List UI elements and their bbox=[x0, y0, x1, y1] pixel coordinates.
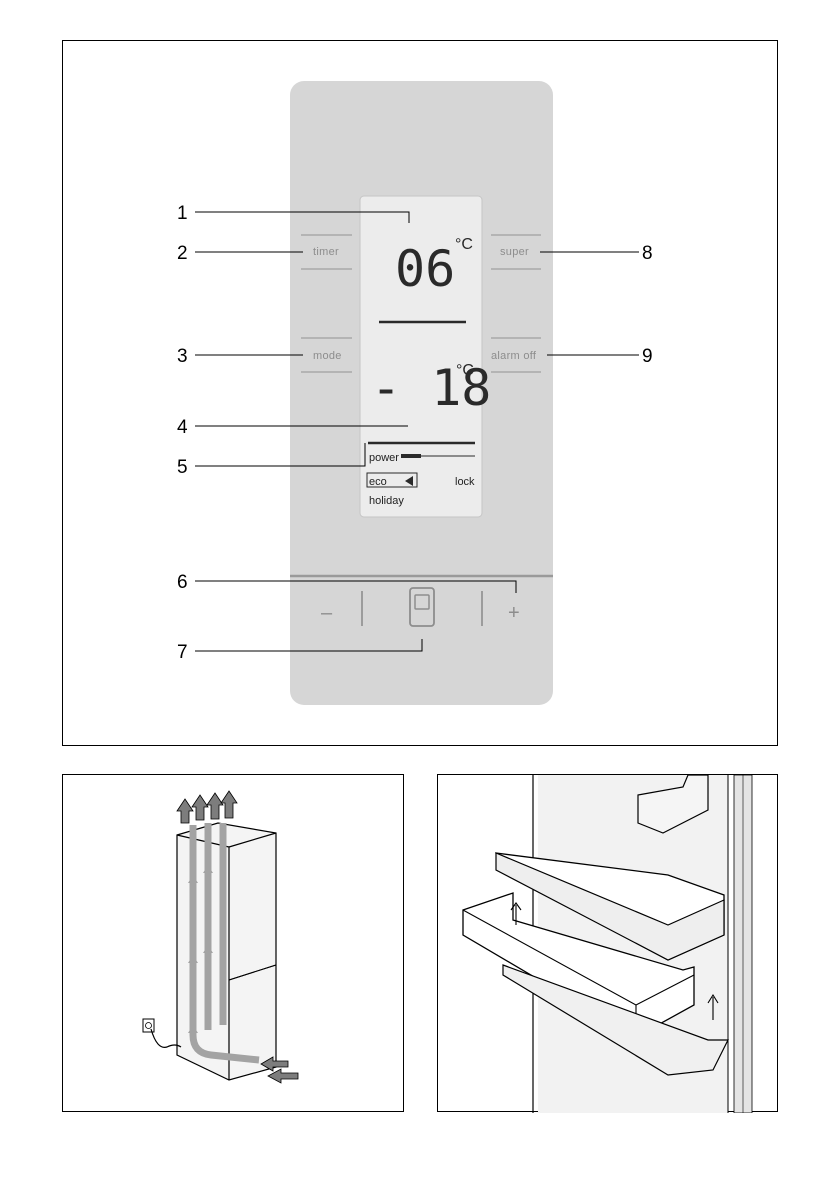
fridge-airflow-drawing bbox=[142, 790, 299, 1084]
airflow-in-arrow-icon bbox=[267, 1068, 299, 1084]
power-level-icon bbox=[401, 454, 421, 458]
minus-button[interactable]: – bbox=[321, 602, 333, 624]
door-shelf-figure bbox=[437, 774, 778, 1113]
freezer-temperature: - 18 bbox=[371, 359, 491, 417]
airflow-out-arrow-icon bbox=[220, 790, 238, 819]
power-indicator: power bbox=[369, 452, 399, 464]
lift-arrow-icon bbox=[510, 902, 522, 925]
bottom-shelf bbox=[502, 964, 729, 1076]
freezer-temp-unit: °C bbox=[456, 362, 474, 379]
timer-button[interactable]: timer bbox=[313, 246, 339, 258]
callout-9: 9 bbox=[642, 346, 653, 367]
callout-1: 1 bbox=[177, 203, 188, 224]
eco-indicator: eco bbox=[369, 476, 387, 488]
lift-arrow-icon bbox=[707, 993, 719, 1020]
power-cable bbox=[150, 1028, 182, 1048]
callout-8: 8 bbox=[642, 243, 653, 264]
device-select-button[interactable] bbox=[409, 587, 435, 627]
eco-box bbox=[366, 472, 418, 488]
fridge-temperature: 06 bbox=[395, 240, 455, 298]
callout-5: 5 bbox=[177, 457, 188, 478]
holiday-indicator: holiday bbox=[369, 495, 404, 507]
device-select-icon bbox=[414, 594, 430, 610]
callout-2: 2 bbox=[177, 243, 188, 264]
ventilation-figure bbox=[62, 774, 404, 1112]
plus-button[interactable]: + bbox=[508, 602, 520, 624]
airflow-in-arrow-icon bbox=[260, 1056, 289, 1072]
callout-3: 3 bbox=[177, 346, 188, 367]
lower-shelf bbox=[462, 892, 695, 1038]
super-button[interactable]: super bbox=[500, 246, 529, 258]
mode-button[interactable]: mode bbox=[313, 350, 342, 362]
callout-4: 4 bbox=[177, 417, 188, 438]
control-panel-drawing: 06 °C - 18 °C power eco lock holiday tim… bbox=[177, 81, 653, 705]
lock-indicator: lock bbox=[455, 476, 475, 488]
airflow-out-arrow-icon bbox=[176, 798, 194, 824]
door-shelves-drawing bbox=[462, 775, 753, 1113]
wall-socket-icon bbox=[142, 1018, 155, 1033]
airflow-out-arrow-icon bbox=[206, 792, 224, 820]
eco-arrow-icon bbox=[405, 476, 413, 486]
fridge-temp-unit: °C bbox=[455, 236, 473, 253]
control-panel-figure: 06 °C - 18 °C power eco lock holiday tim… bbox=[62, 40, 778, 746]
airflow-out-arrow-icon bbox=[191, 794, 209, 821]
lcd-display bbox=[359, 195, 483, 518]
callout-7: 7 bbox=[177, 642, 188, 663]
upper-shelf bbox=[637, 775, 709, 834]
callout-6: 6 bbox=[177, 572, 188, 593]
alarm-off-button[interactable]: alarm off bbox=[491, 350, 537, 362]
